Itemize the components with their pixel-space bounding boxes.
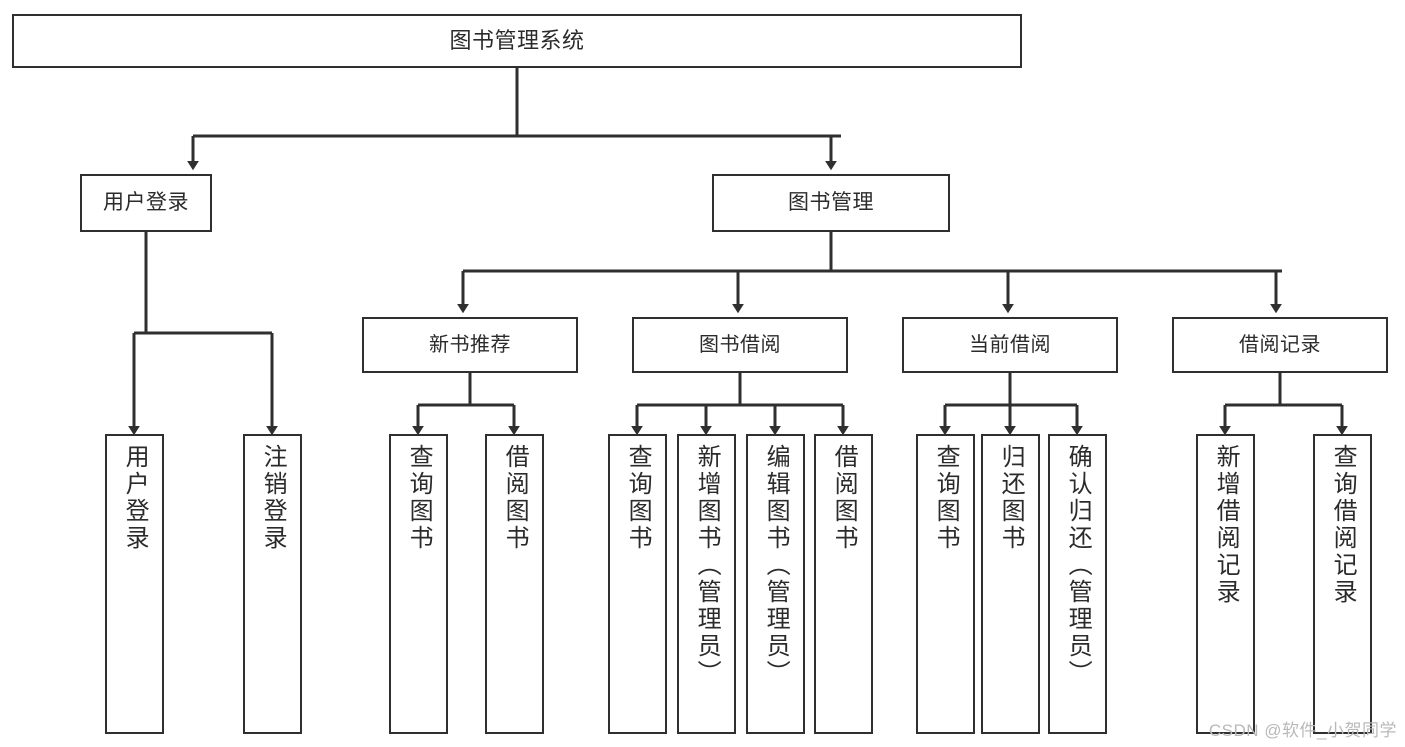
node-label: 注销登录 xyxy=(259,444,287,552)
node-label: 借阅图书 xyxy=(501,444,529,552)
node-root[interactable]: 图书管理系统 xyxy=(12,14,1022,68)
leaf-user-login[interactable]: 用户登录 xyxy=(105,434,164,734)
node-borrow-records[interactable]: 借阅记录 xyxy=(1172,317,1388,373)
leaf-borrow-book[interactable]: 借阅图书 xyxy=(814,434,873,734)
node-book-management[interactable]: 图书管理 xyxy=(712,174,950,232)
leaf-query-book-borrow[interactable]: 查询图书 xyxy=(608,434,667,734)
node-label: 新增图书（管理员） xyxy=(693,444,721,687)
node-label: 查询图书 xyxy=(405,444,433,552)
node-label: 编辑图书（管理员） xyxy=(762,444,790,687)
leaf-add-book-admin[interactable]: 新增图书（管理员） xyxy=(677,434,736,734)
node-label: 新增借阅记录 xyxy=(1212,444,1240,606)
node-label: 当前借阅 xyxy=(969,333,1051,356)
node-label: 图书借阅 xyxy=(699,333,781,356)
node-label: 归还图书 xyxy=(997,444,1025,552)
leaf-logout[interactable]: 注销登录 xyxy=(243,434,302,734)
leaf-query-book-recommend[interactable]: 查询图书 xyxy=(389,434,448,734)
node-label: 查询借阅记录 xyxy=(1329,444,1357,606)
node-label: 用户登录 xyxy=(121,444,149,552)
leaf-borrow-book-recommend[interactable]: 借阅图书 xyxy=(485,434,544,734)
node-label: 图书管理 xyxy=(788,190,874,214)
node-label: 查询图书 xyxy=(932,444,960,552)
node-label: 确认归还（管理员） xyxy=(1064,444,1092,687)
node-book-borrow[interactable]: 图书借阅 xyxy=(632,317,848,373)
leaf-query-borrow-record[interactable]: 查询借阅记录 xyxy=(1313,434,1372,734)
node-user-login[interactable]: 用户登录 xyxy=(80,174,212,232)
node-label: 用户登录 xyxy=(103,190,189,214)
node-label: 图书管理系统 xyxy=(449,28,585,54)
node-label: 查询图书 xyxy=(624,444,652,552)
leaf-add-borrow-record[interactable]: 新增借阅记录 xyxy=(1196,434,1255,734)
node-new-book-recommend[interactable]: 新书推荐 xyxy=(362,317,578,373)
node-label: 借阅记录 xyxy=(1239,333,1321,356)
leaf-confirm-return-admin[interactable]: 确认归还（管理员） xyxy=(1048,434,1107,734)
leaf-query-book-current[interactable]: 查询图书 xyxy=(916,434,975,734)
leaf-return-book[interactable]: 归还图书 xyxy=(981,434,1040,734)
leaf-edit-book-admin[interactable]: 编辑图书（管理员） xyxy=(746,434,805,734)
node-current-borrow[interactable]: 当前借阅 xyxy=(902,317,1118,373)
node-label: 借阅图书 xyxy=(830,444,858,552)
node-label: 新书推荐 xyxy=(429,333,511,356)
